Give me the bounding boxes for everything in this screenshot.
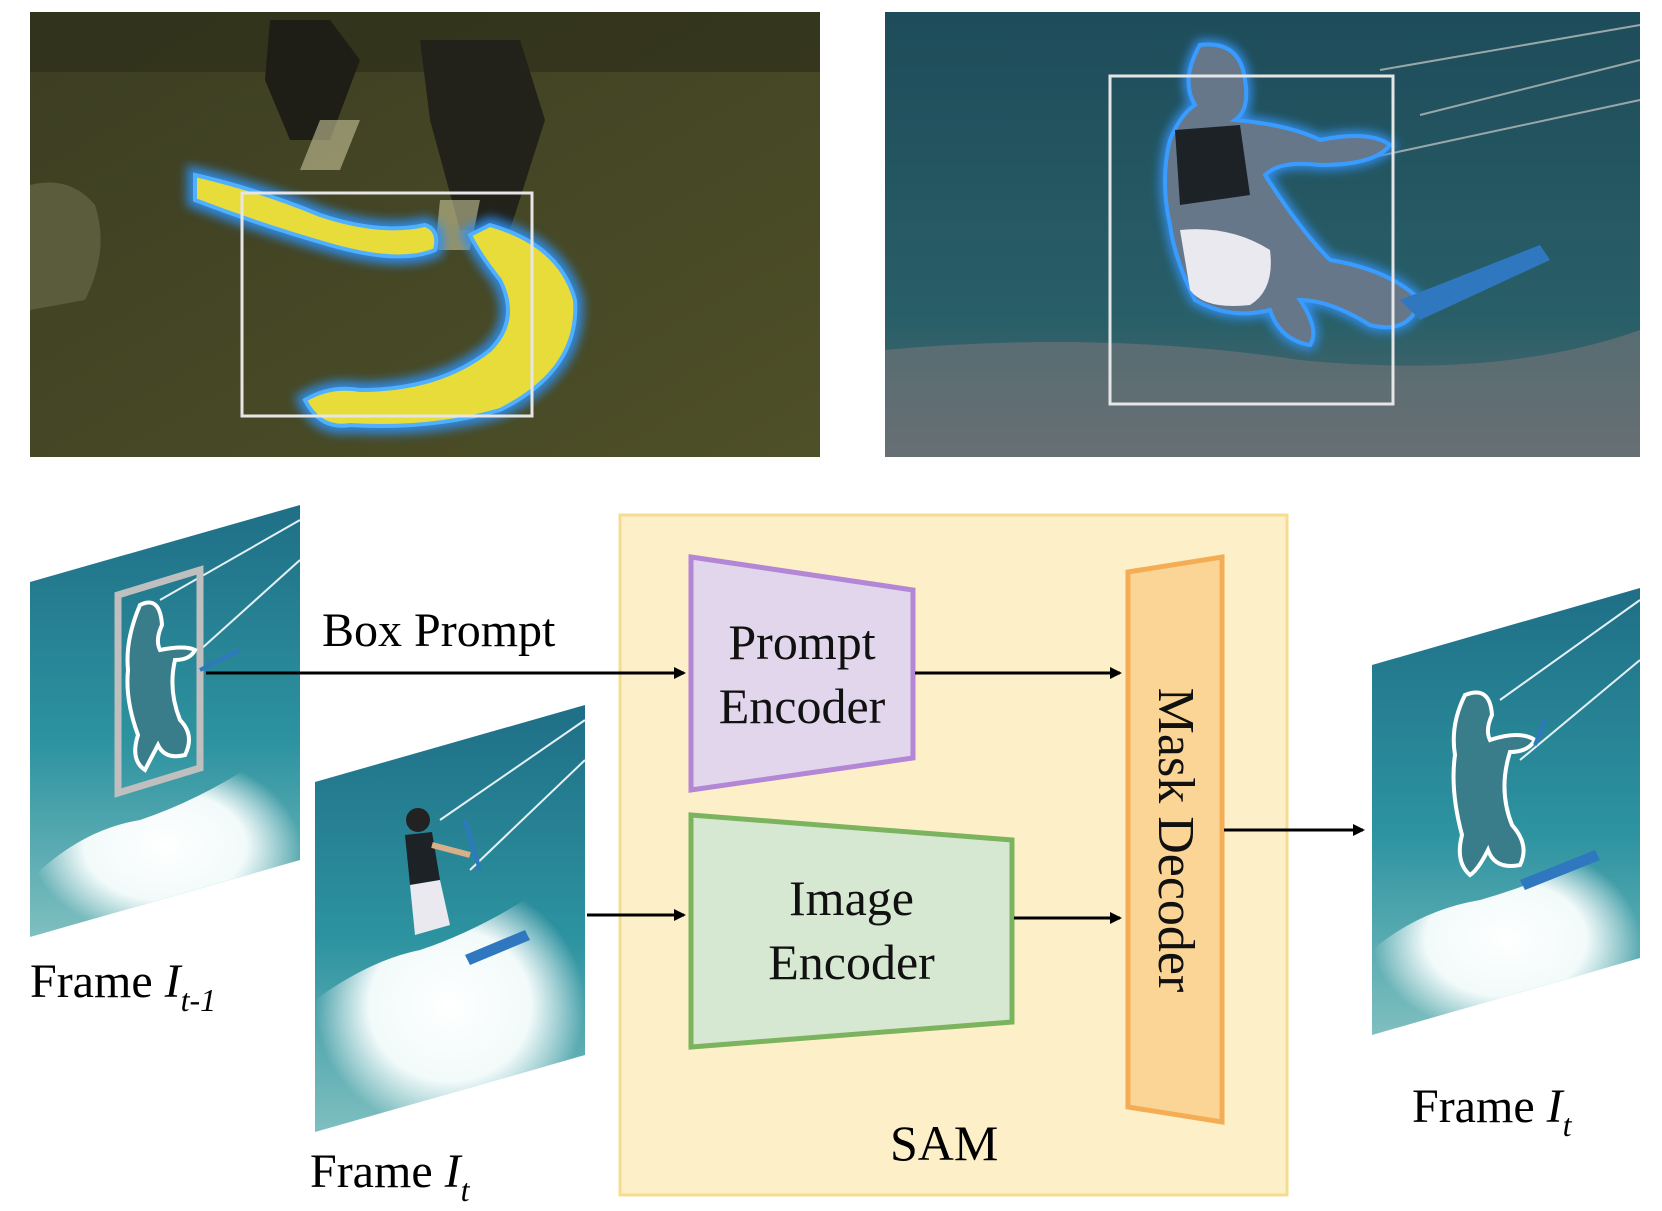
prompt-encoder-label-line2: Encoder xyxy=(718,678,886,734)
image-encoder-label-line2: Encoder xyxy=(768,934,935,990)
prompt-encoder-label-line1: Prompt xyxy=(728,614,876,670)
sam-label: SAM xyxy=(890,1115,999,1171)
frame-current-prefix: Frame xyxy=(310,1145,433,1198)
frame-current-var: I xyxy=(444,1145,461,1198)
prompt-encoder-block xyxy=(688,554,916,793)
frame-current-label: Frame It xyxy=(310,1145,470,1207)
kitesurfer-photo xyxy=(885,12,1641,457)
image-encoder-block xyxy=(688,812,1015,1050)
frame-output-prefix: Frame xyxy=(1412,1080,1535,1133)
frame-output-var: I xyxy=(1546,1080,1563,1133)
frame-prev-mask xyxy=(125,600,198,773)
frame-current-sub: t xyxy=(460,1172,470,1208)
frame-current xyxy=(315,705,586,1132)
image-encoder-label: Image Encoder xyxy=(691,866,1012,994)
snake-photo xyxy=(30,12,820,457)
frame-output-label: Frame It xyxy=(1412,1080,1572,1142)
frame-prev-label: Frame It-1 xyxy=(30,955,216,1017)
frame-prev-prefix: Frame xyxy=(30,955,153,1008)
snake-bbox xyxy=(240,191,534,418)
frame-output-mask xyxy=(1451,690,1538,878)
kitesurfer-bbox xyxy=(1108,74,1395,406)
mask-decoder-label: Mask Decoder xyxy=(1147,687,1204,993)
frame-output-sub: t xyxy=(1562,1107,1572,1143)
frame-prev-box xyxy=(114,565,204,798)
frame-prev-sub: t-1 xyxy=(180,982,217,1018)
image-encoder-label-line1: Image xyxy=(789,870,914,926)
frame-prev-var: I xyxy=(164,955,181,1008)
prompt-encoder-label: Prompt Encoder xyxy=(691,610,913,738)
frame-prev xyxy=(30,505,301,937)
box-prompt-label: Box Prompt xyxy=(322,604,556,657)
mask-decoder-block xyxy=(1125,554,1225,1125)
frame-output xyxy=(1372,588,1641,1035)
